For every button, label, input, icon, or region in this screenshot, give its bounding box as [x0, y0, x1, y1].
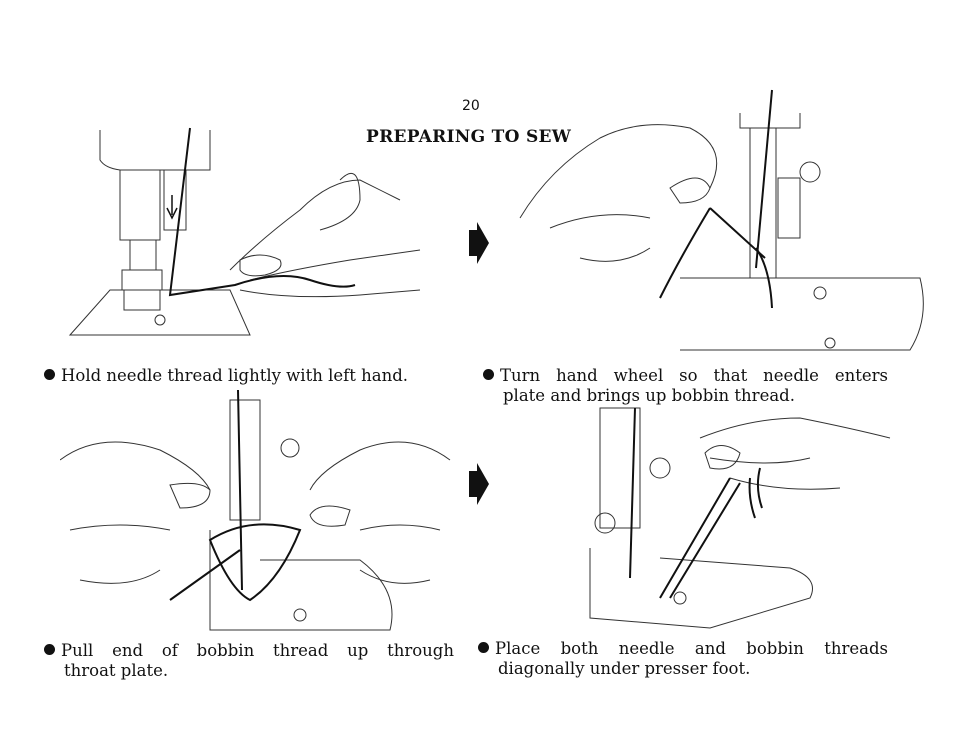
caption-step-3-line-1: Pull end of bobbin thread up through: [61, 641, 454, 660]
illustration-pull-bobbin-thread: [60, 390, 451, 631]
arrow-right-icon: [469, 222, 489, 264]
caption-step-1-line-1: Hold needle thread lightly with left han…: [61, 366, 409, 385]
caption-step-4-line-1: Place both needle and bobbin threads: [495, 639, 888, 658]
bullet-icon: [44, 644, 55, 655]
bullet-icon: [483, 369, 494, 380]
caption-step-3-line-2: throat plate.: [64, 661, 169, 680]
illustration-hold-needle-thread: [68, 127, 421, 336]
caption-step-2-line-2: plate and brings up bobbin thread.: [503, 386, 795, 405]
caption-step-4: Place both needle and bobbin threads dia…: [478, 639, 888, 679]
illustration-place-threads-under-foot: [589, 407, 891, 629]
bullet-icon: [478, 642, 489, 653]
arrow-right-icon: [469, 463, 489, 505]
caption-step-4-line-2: diagonally under presser foot.: [498, 659, 751, 678]
caption-step-1: Hold needle thread lightly with left han…: [44, 366, 464, 386]
caption-step-2-line-1: Turn hand wheel so that needle enters: [500, 366, 888, 385]
page-number: 20: [462, 98, 480, 114]
caption-step-2: Turn hand wheel so that needle enters pl…: [483, 366, 888, 406]
caption-step-3: Pull end of bobbin thread up through thr…: [44, 641, 454, 681]
illustration-turn-hand-wheel: [519, 89, 924, 351]
page-title: PREPARING TO SEW: [366, 127, 572, 147]
bullet-icon: [44, 369, 55, 380]
